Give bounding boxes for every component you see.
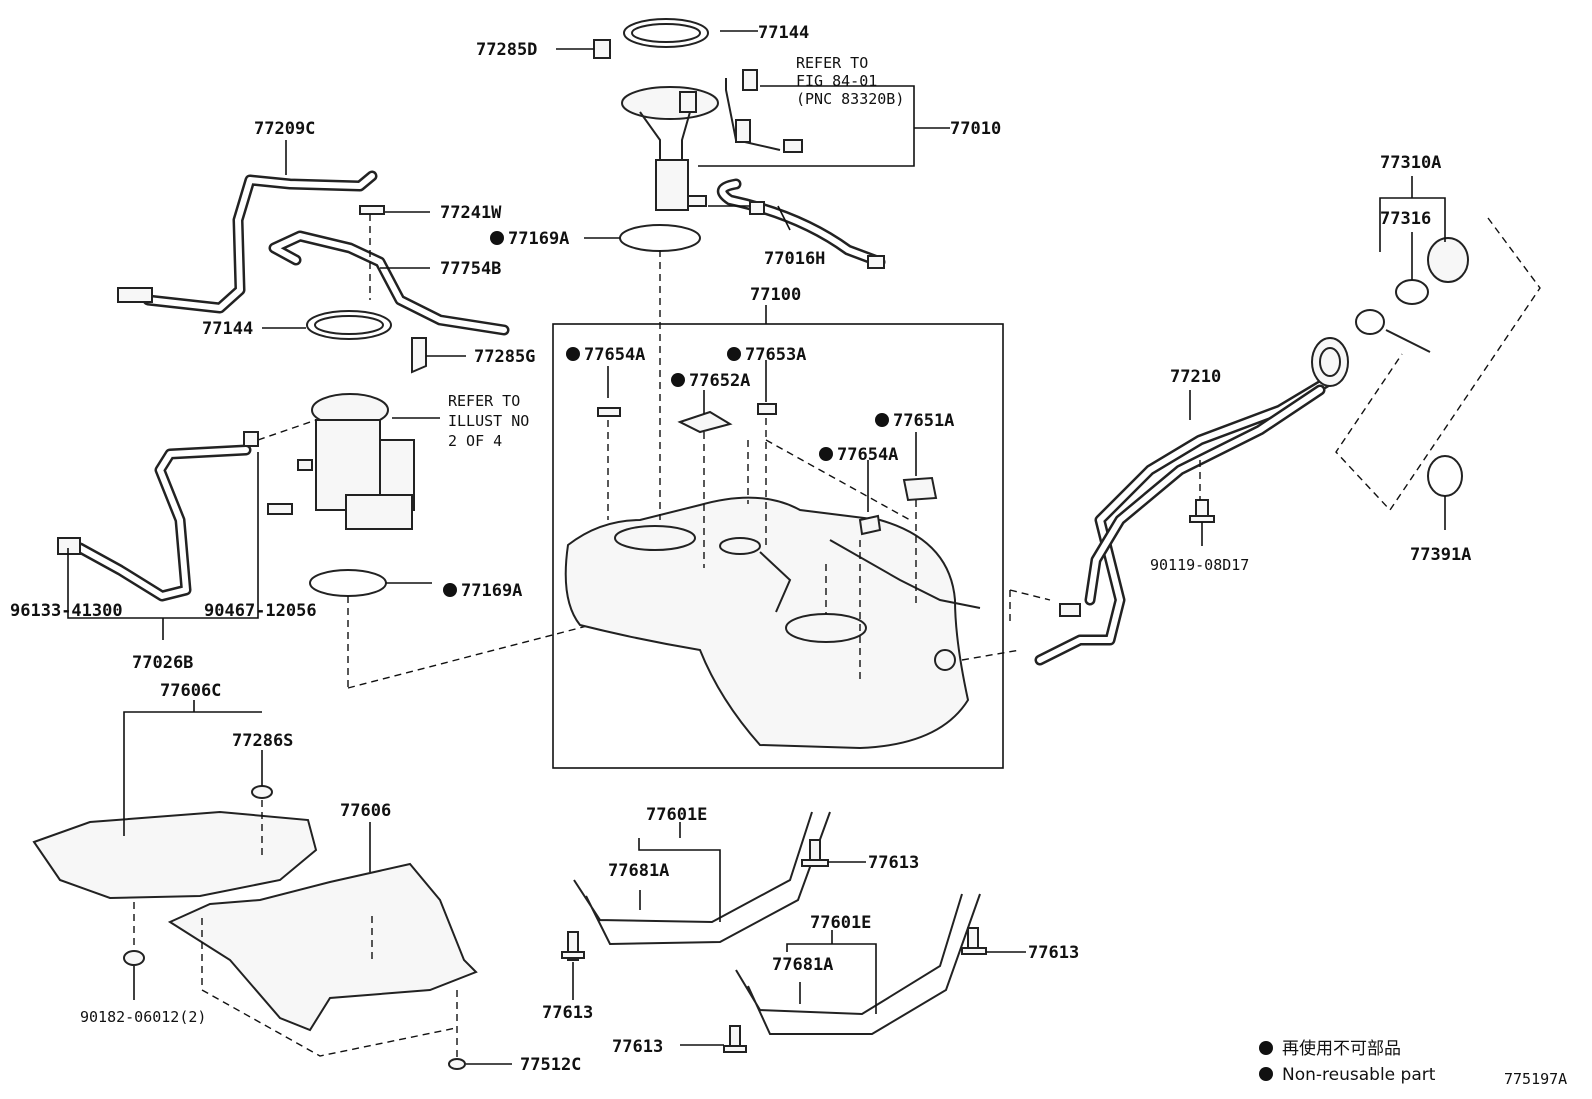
label-77652a: 77652A xyxy=(689,371,750,391)
fuel-tank-frame xyxy=(552,323,1004,769)
gasket-77391a xyxy=(1427,455,1463,497)
label-77601e-2: 77601E xyxy=(810,913,871,933)
retainer-ring-left xyxy=(306,310,392,340)
label-77169a-top: 77169A xyxy=(508,229,569,249)
label-90467-12056: 90467-12056 xyxy=(204,601,317,621)
label-77613-2: 77613 xyxy=(542,1003,593,1023)
bolt-77613-4 xyxy=(723,1025,747,1053)
label-90182-06012: 90182-06012(2) xyxy=(80,1008,206,1026)
protector-77606c xyxy=(32,785,318,900)
label-77210: 77210 xyxy=(1170,367,1221,387)
label-77512c: 77512C xyxy=(520,1055,581,1075)
label-77613-1: 77613 xyxy=(868,853,919,873)
pad-77654a-2 xyxy=(858,514,882,536)
non-reusable-marker-77653a xyxy=(727,347,741,361)
hose-77209c xyxy=(117,170,378,314)
non-reusable-marker-77652a xyxy=(671,373,685,387)
label-77606: 77606 xyxy=(340,801,391,821)
filler-pipe-77210 xyxy=(1034,337,1349,666)
label-77144-top: 77144 xyxy=(758,23,809,43)
gasket-77169a-top xyxy=(619,224,701,252)
clip-77512c xyxy=(448,1058,466,1070)
non-reusable-marker-77169a-top xyxy=(490,231,504,245)
label-77285g: 77285G xyxy=(474,347,535,367)
protector-77606 xyxy=(167,862,478,1032)
bolt-77613-3 xyxy=(961,927,987,955)
legend-text-jp: 再使用不可部品 xyxy=(1282,1038,1401,1059)
non-reusable-marker-77169a-lower xyxy=(443,583,457,597)
label-77613-3: 77613 xyxy=(1028,943,1079,963)
label-77601e-1: 77601E xyxy=(646,805,707,825)
label-77241w: 77241W xyxy=(440,203,502,223)
legend-dot-jp xyxy=(1259,1041,1273,1055)
bolt-77613-1 xyxy=(801,839,829,867)
label-77653a: 77653A xyxy=(745,345,806,365)
note-refer-fig-line2: FIG 84-01 xyxy=(796,72,877,90)
note-refer-illust-line2: ILLUST NO xyxy=(448,412,529,430)
fuel-pump-module xyxy=(621,86,719,211)
label-77016h: 77016H xyxy=(764,249,825,269)
bolt-90119 xyxy=(1189,499,1215,523)
legend-text-en: Non-reusable part xyxy=(1282,1065,1436,1085)
label-77651a: 77651A xyxy=(893,411,954,431)
label-77754b: 77754B xyxy=(440,259,501,279)
retainer-ring-top xyxy=(623,18,709,48)
note-refer-fig-line3: (PNC 83320B) xyxy=(796,90,904,108)
pad-77654a-1 xyxy=(597,407,621,417)
label-90119-08d17: 90119-08D17 xyxy=(1150,556,1249,574)
gasket-77169a-lower xyxy=(309,569,387,597)
clip-77285d xyxy=(593,39,611,59)
label-77026b: 77026B xyxy=(132,653,193,673)
pad-77653a xyxy=(757,403,777,415)
note-refer-illust-line3: 2 OF 4 xyxy=(448,432,502,450)
legend-dot-en xyxy=(1259,1067,1273,1081)
label-77613-4: 77613 xyxy=(612,1037,663,1057)
label-77681a-1: 77681A xyxy=(608,861,669,881)
hose-77016h xyxy=(716,178,886,269)
label-77654a-1: 77654A xyxy=(584,345,645,365)
strap-77601e-2 xyxy=(735,893,981,1035)
label-96133-41300: 96133-41300 xyxy=(10,601,123,621)
non-reusable-marker-77651a xyxy=(875,413,889,427)
label-77285d: 77285D xyxy=(476,40,537,60)
non-reusable-marker-77654a-1 xyxy=(566,347,580,361)
label-77144-left: 77144 xyxy=(202,319,253,339)
label-77606c: 77606C xyxy=(160,681,221,701)
label-77010: 77010 xyxy=(950,119,1001,139)
diagram-id: 775197A xyxy=(1504,1070,1567,1088)
note-refer-fig-line1: REFER TO xyxy=(796,54,868,72)
label-77209c: 77209C xyxy=(254,119,315,139)
label-77310a: 77310A xyxy=(1380,153,1441,173)
fuel-tank xyxy=(564,496,981,750)
hose-77026b xyxy=(57,431,259,602)
clip-77285g xyxy=(411,337,427,374)
pad-77652a xyxy=(677,410,733,434)
hose-77754b xyxy=(268,230,510,336)
label-77286s: 77286S xyxy=(232,731,293,751)
pad-77651a xyxy=(902,476,938,502)
nut-90182 xyxy=(123,950,145,966)
note-refer-illust-line1: REFER TO xyxy=(448,392,520,410)
non-reusable-marker-77654a-2 xyxy=(819,447,833,461)
label-77654a-2: 77654A xyxy=(837,445,898,465)
label-77316: 77316 xyxy=(1380,209,1431,229)
strap-77601e-1 xyxy=(573,811,831,946)
label-77100: 77100 xyxy=(750,285,801,305)
label-77169a-lower: 77169A xyxy=(461,581,522,601)
fuel-sender-gauge xyxy=(725,69,803,153)
fuel-pump-sub-assembly xyxy=(267,393,415,530)
label-77391a: 77391A xyxy=(1410,545,1471,565)
bolt-77613-2 xyxy=(561,931,585,961)
label-77681a-2: 77681A xyxy=(772,955,833,975)
